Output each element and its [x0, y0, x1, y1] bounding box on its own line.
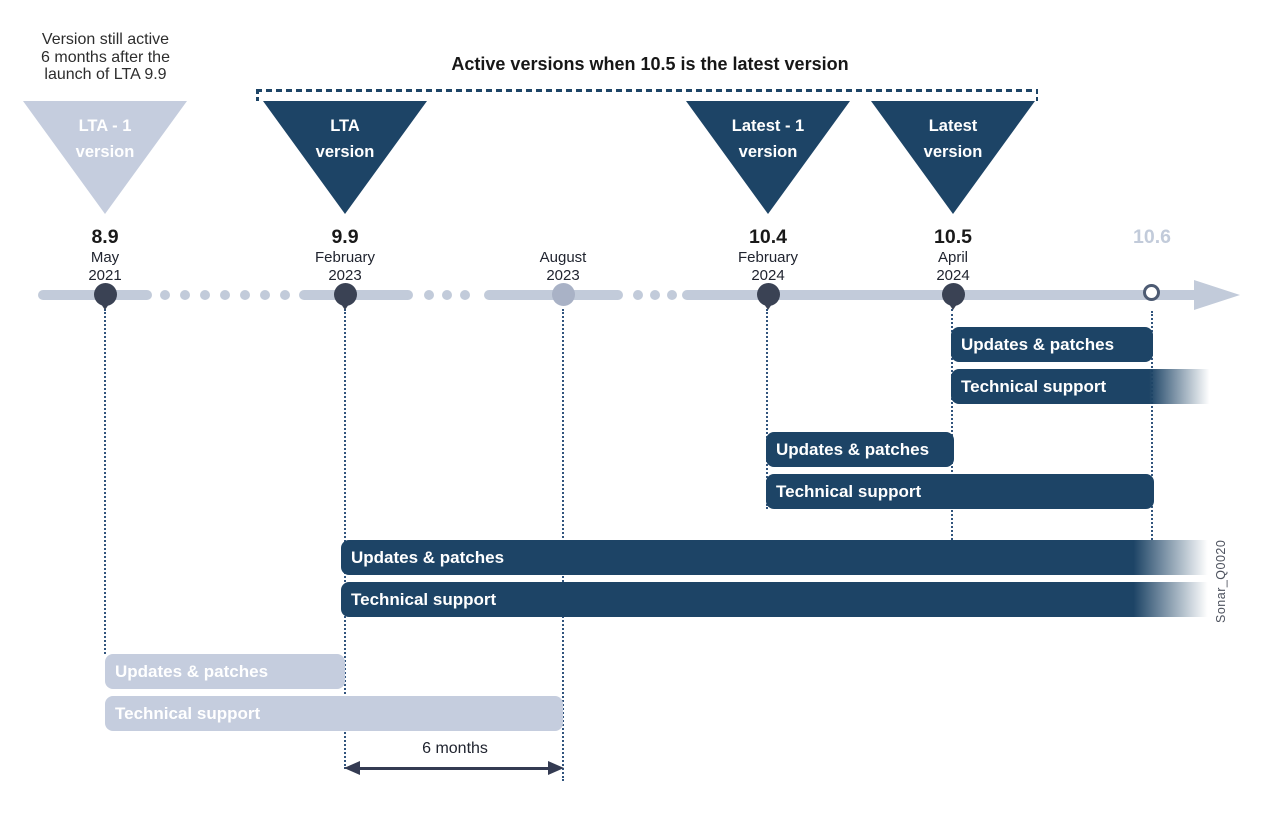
timeline-segment [682, 290, 1200, 300]
guide-line-10.6 [1151, 311, 1153, 540]
milestone-year: 2023 [546, 266, 580, 284]
support-bar-10.5-updates: Updates & patches [951, 327, 1153, 362]
milestone-year: 2024 [751, 266, 785, 284]
milestone-marker-10.5 [942, 283, 965, 310]
timeline-dot [667, 290, 677, 300]
annotation-line: 6 months after the [41, 48, 170, 66]
milestone-version: 8.9 [91, 226, 119, 248]
timeline-dot [633, 290, 643, 300]
milestone-label-10.4: 10.4 February 2024 [708, 226, 828, 284]
guide-line-8.9 [104, 309, 106, 654]
triangle-latest-minus-1-version: Latest - 1 version [686, 101, 850, 214]
milestone-month: April [937, 249, 968, 266]
timeline-dot [280, 290, 290, 300]
timeline-dot [460, 290, 470, 300]
milestone-month: May [90, 249, 120, 266]
duration-arrow-right-head [548, 761, 564, 775]
bracket-left-tick [256, 90, 259, 101]
timeline-dot [650, 290, 660, 300]
milestone-label-9.9: 9.9 February 2023 [285, 226, 405, 284]
triangle-label-line: Latest [928, 117, 978, 135]
timeline-dot [180, 290, 190, 300]
milestone-label-august-2023: August 2023 [503, 226, 623, 284]
milestone-version: 10.5 [934, 226, 972, 248]
triangle-latest-version: Latest version [871, 101, 1035, 214]
bracket-dashed-line [256, 89, 1038, 92]
milestone-version: 10.6 [1133, 226, 1171, 248]
timeline-dot [442, 290, 452, 300]
triangle-label-line: version [315, 143, 375, 161]
timeline-dot [200, 290, 210, 300]
bracket-right-tick [1035, 90, 1038, 101]
triangle-lta-minus-1-version: LTA - 1 version [23, 101, 187, 214]
duration-label: 6 months [422, 740, 488, 757]
triangle-label-line: version [75, 143, 135, 161]
support-bar-8.9-updates: Updates & patches [105, 654, 345, 689]
triangle-label-line: version [923, 143, 983, 161]
milestone-month: February [314, 249, 376, 266]
annotation-note: Version still active 6 months after the … [8, 31, 203, 84]
milestone-year: 2021 [88, 266, 122, 284]
support-bar-10.5-technical: Technical support [951, 369, 1212, 404]
annotation-line: Version still active [41, 31, 170, 48]
milestone-label-10.5: 10.5 April 2024 [893, 226, 1013, 284]
annotation-line: launch of LTA 9.9 [44, 66, 167, 83]
milestone-version [503, 226, 623, 249]
support-bar-9.9-technical: Technical support [341, 582, 1212, 617]
milestone-version: 10.4 [749, 226, 787, 248]
support-bar-10.4-technical: Technical support [766, 474, 1154, 509]
duration-arrow-left-head [344, 761, 360, 775]
milestone-marker-august-2023 [552, 283, 575, 306]
timeline-dot [220, 290, 230, 300]
milestone-marker-8.9 [94, 283, 117, 310]
support-bar-10.4-updates: Updates & patches [766, 432, 954, 467]
milestone-year: 2023 [328, 266, 362, 284]
milestone-label-10.6: 10.6 [1092, 226, 1212, 249]
support-bar-8.9-technical: Technical support [105, 696, 563, 731]
timeline-dot [260, 290, 270, 300]
milestone-month: August [539, 249, 587, 266]
timeline-arrowhead [1194, 280, 1240, 310]
timeline-dot [240, 290, 250, 300]
support-bar-9.9-updates: Updates & patches [341, 540, 1212, 575]
active-versions-title: Active versions when 10.5 is the latest … [451, 54, 849, 74]
guide-line-9.9 [344, 309, 346, 769]
timeline-dot [160, 290, 170, 300]
milestone-month: February [737, 249, 799, 266]
triangle-label-line: LTA [330, 117, 360, 135]
guide-line-10.5 [951, 309, 953, 540]
milestone-label-8.9: 8.9 May 2021 [45, 226, 165, 284]
milestone-marker-10.4 [757, 283, 780, 310]
triangle-label-line: LTA - 1 [78, 117, 132, 135]
milestone-marker-9.9 [334, 283, 357, 310]
milestone-year: 2024 [936, 266, 970, 284]
active-versions-bracket [256, 89, 1038, 101]
triangle-lta-version: LTA version [263, 101, 427, 214]
milestone-version: 9.9 [331, 226, 359, 248]
duration-arrow-line [352, 767, 556, 770]
guide-line-10.4 [766, 309, 768, 509]
timeline-dot [424, 290, 434, 300]
triangle-label-line: version [738, 143, 798, 161]
triangle-label-line: Latest - 1 [731, 117, 805, 135]
watermark: Sonar_Q0020 [1214, 539, 1228, 623]
milestone-marker-10.6 [1143, 284, 1160, 301]
